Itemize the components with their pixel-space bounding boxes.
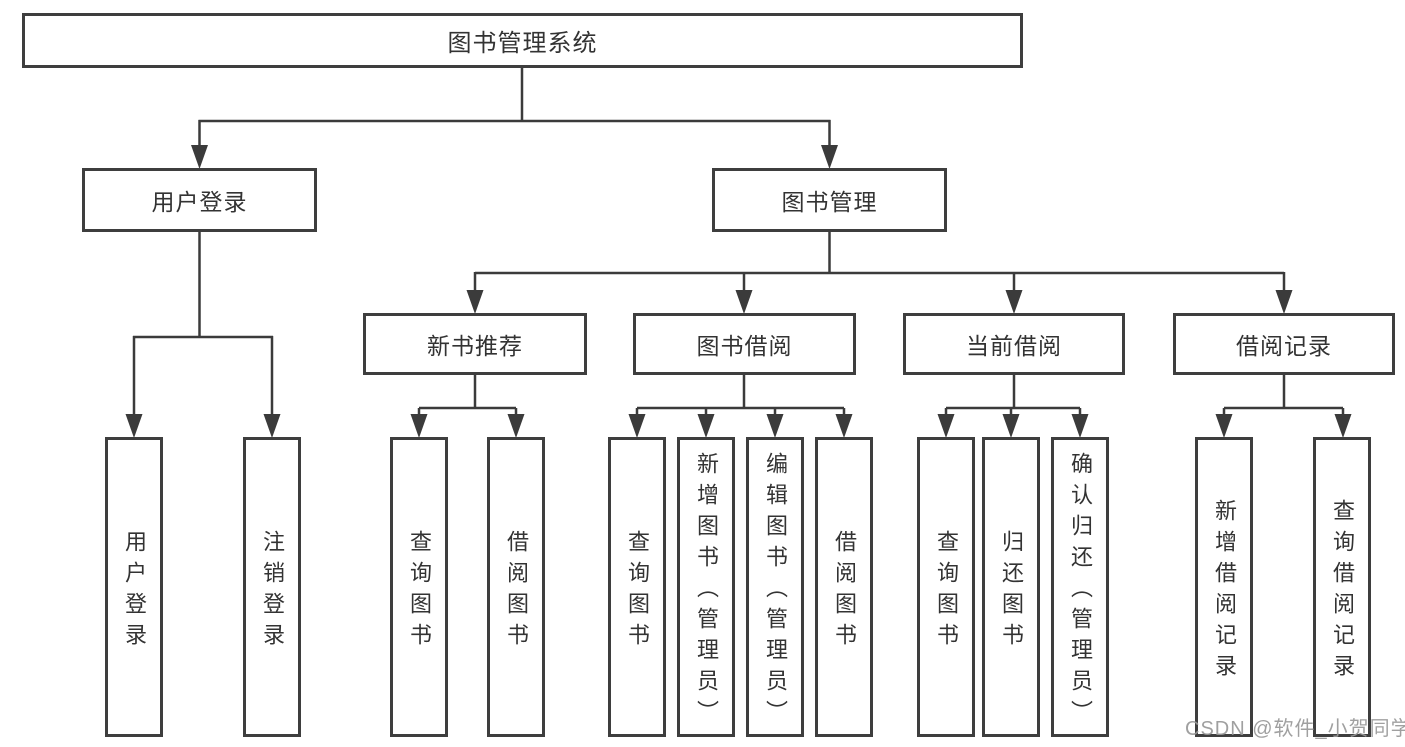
leaf-edit-book-admin: 编辑图书（管理员）	[746, 437, 804, 737]
node-borrow-records: 借阅记录	[1173, 313, 1395, 375]
leaf-query-books-borrow: 查询图书	[608, 437, 666, 737]
arrowhead-icons	[125, 145, 1352, 438]
leaf-logout: 注销登录	[243, 437, 301, 737]
node-book-borrow: 图书借阅	[633, 313, 856, 375]
leaf-borrow-books: 借阅图书	[815, 437, 873, 737]
leaf-user-login: 用户登录	[105, 437, 163, 737]
node-new-book-recommend: 新书推荐	[363, 313, 587, 375]
node-book-management: 图书管理	[712, 168, 947, 232]
leaf-query-books-current: 查询图书	[917, 437, 975, 737]
leaf-query-books-recommend: 查询图书	[390, 437, 448, 737]
leaf-return-book: 归还图书	[982, 437, 1040, 737]
node-user-login: 用户登录	[82, 168, 317, 232]
leaf-borrow-books-recommend: 借阅图书	[487, 437, 545, 737]
leaf-add-book-admin: 新增图书（管理员）	[677, 437, 735, 737]
csdn-watermark: CSDN @软件_小贺同学	[1185, 718, 1405, 740]
leaf-add-borrow-record: 新增借阅记录	[1195, 437, 1253, 737]
node-current-borrow: 当前借阅	[903, 313, 1125, 375]
leaf-confirm-return-admin: 确认归还（管理员）	[1051, 437, 1109, 737]
leaf-query-borrow-record: 查询借阅记录	[1313, 437, 1371, 737]
node-root: 图书管理系统	[22, 13, 1023, 68]
